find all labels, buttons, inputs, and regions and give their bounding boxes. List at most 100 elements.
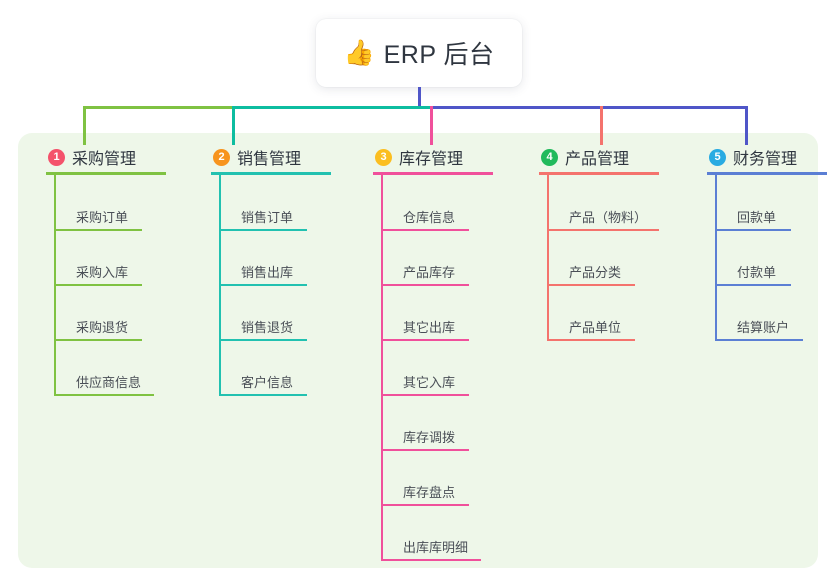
branch-drop-4 (600, 106, 603, 145)
leaf-item[interactable]: 产品（物料） (547, 191, 659, 231)
leaf-item[interactable]: 库存调拨 (381, 411, 469, 451)
leaf-item[interactable]: 销售退货 (219, 301, 307, 341)
diagram-panel (18, 133, 818, 568)
column-badge-4: 4 (541, 148, 558, 166)
leaf-item-underline (381, 559, 481, 561)
column-title-2: 销售管理 (237, 151, 302, 168)
leaf-item[interactable]: 产品库存 (381, 246, 469, 286)
trunk-segment-2 (232, 106, 430, 109)
leaf-item-underline (715, 339, 803, 341)
column-title-3: 库存管理 (399, 151, 464, 168)
column-header-3[interactable]: 3 库存管理 (375, 145, 463, 169)
leaf-item-label: 供应商信息 (76, 375, 142, 390)
leaf-item[interactable]: 产品分类 (547, 246, 635, 286)
leaf-item[interactable]: 销售出库 (219, 246, 307, 286)
root-node-card[interactable]: 👍 ERP 后台 (316, 19, 522, 87)
column-spine-5 (715, 174, 717, 341)
column-badge-2: 2 (213, 148, 230, 166)
leaf-item-underline (715, 229, 791, 231)
column-header-5[interactable]: 5 财务管理 (709, 145, 797, 169)
leaf-item-label: 销售订单 (241, 210, 294, 225)
leaf-item-underline (54, 284, 142, 286)
branch-column-1: 1 采购管理采购订单采购入库采购退货供应商信息 (28, 133, 188, 568)
leaf-item-label: 销售退货 (241, 320, 294, 335)
leaf-item-underline (715, 284, 791, 286)
column-underline-5 (707, 172, 827, 175)
leaf-item[interactable]: 销售订单 (219, 191, 307, 231)
branch-column-5: 5 财务管理回款单付款单结算账户 (689, 133, 839, 568)
leaf-item[interactable]: 结算账户 (715, 301, 803, 341)
branch-column-2: 2 销售管理销售订单销售出库销售退货客户信息 (193, 133, 353, 568)
column-title-5: 财务管理 (733, 151, 798, 168)
leaf-item[interactable]: 采购退货 (54, 301, 142, 341)
leaf-item[interactable]: 采购入库 (54, 246, 142, 286)
leaf-item-label: 其它入库 (403, 375, 456, 390)
leaf-item[interactable]: 产品单位 (547, 301, 635, 341)
leaf-item-label: 产品单位 (569, 320, 622, 335)
branch-column-3: 3 库存管理仓库信息产品库存其它出库其它入库库存调拨库存盘点出库库明细 (355, 133, 525, 568)
column-spine-4 (547, 174, 549, 341)
leaf-item[interactable]: 采购订单 (54, 191, 142, 231)
leaf-item-label: 产品（物料） (569, 210, 648, 225)
leaf-item-label: 付款单 (737, 265, 777, 280)
thumbs-up-icon: 👍 (343, 38, 375, 67)
leaf-item-label: 采购入库 (76, 265, 129, 280)
leaf-item-underline (547, 284, 635, 286)
leaf-item-underline (381, 284, 469, 286)
leaf-item[interactable]: 出库库明细 (381, 521, 481, 561)
leaf-item[interactable]: 供应商信息 (54, 356, 154, 396)
column-underline-4 (539, 172, 659, 175)
leaf-item-underline (381, 449, 469, 451)
leaf-item-label: 库存盘点 (403, 485, 456, 500)
column-underline-1 (46, 172, 166, 175)
leaf-item[interactable]: 付款单 (715, 246, 791, 286)
leaf-item[interactable]: 回款单 (715, 191, 791, 231)
leaf-item-label: 仓库信息 (403, 210, 456, 225)
leaf-item-underline (219, 229, 307, 231)
branch-drop-1 (83, 106, 86, 145)
leaf-item-label: 回款单 (737, 210, 777, 225)
column-spine-3 (381, 174, 383, 561)
leaf-item-label: 采购订单 (76, 210, 129, 225)
leaf-item-underline (54, 394, 154, 396)
leaf-item-label: 销售出库 (241, 265, 294, 280)
leaf-item[interactable]: 其它入库 (381, 356, 469, 396)
root-node-title: ERP 后台 (383, 41, 495, 69)
trunk-segment-1 (83, 106, 232, 109)
column-badge-3: 3 (375, 148, 392, 166)
leaf-item-underline (219, 284, 307, 286)
column-title-1: 采购管理 (72, 151, 137, 168)
leaf-item-underline (219, 394, 307, 396)
leaf-item[interactable]: 库存盘点 (381, 466, 469, 506)
leaf-item[interactable]: 客户信息 (219, 356, 307, 396)
leaf-item-label: 库存调拨 (403, 430, 456, 445)
column-header-2[interactable]: 2 销售管理 (213, 145, 301, 169)
branch-drop-5 (745, 106, 748, 145)
column-underline-2 (211, 172, 331, 175)
leaf-item-underline (219, 339, 307, 341)
leaf-item-label: 其它出库 (403, 320, 456, 335)
leaf-item[interactable]: 其它出库 (381, 301, 469, 341)
leaf-item[interactable]: 仓库信息 (381, 191, 469, 231)
column-badge-1: 1 (48, 148, 65, 166)
trunk-segment-3 (430, 106, 746, 109)
branch-drop-2 (232, 106, 235, 145)
leaf-item-underline (54, 229, 142, 231)
leaf-item-label: 产品库存 (403, 265, 456, 280)
column-header-1[interactable]: 1 采购管理 (48, 145, 136, 169)
leaf-item-label: 产品分类 (569, 265, 622, 280)
branch-drop-3 (430, 106, 433, 145)
leaf-item-label: 结算账户 (737, 320, 790, 335)
leaf-item-label: 采购退货 (76, 320, 129, 335)
leaf-item-label: 客户信息 (241, 375, 294, 390)
leaf-item-underline (547, 229, 659, 231)
leaf-item-underline (54, 339, 142, 341)
leaf-item-underline (381, 504, 469, 506)
leaf-item-underline (547, 339, 635, 341)
column-badge-5: 5 (709, 148, 726, 166)
leaf-item-label: 出库库明细 (403, 540, 469, 555)
leaf-item-underline (381, 394, 469, 396)
